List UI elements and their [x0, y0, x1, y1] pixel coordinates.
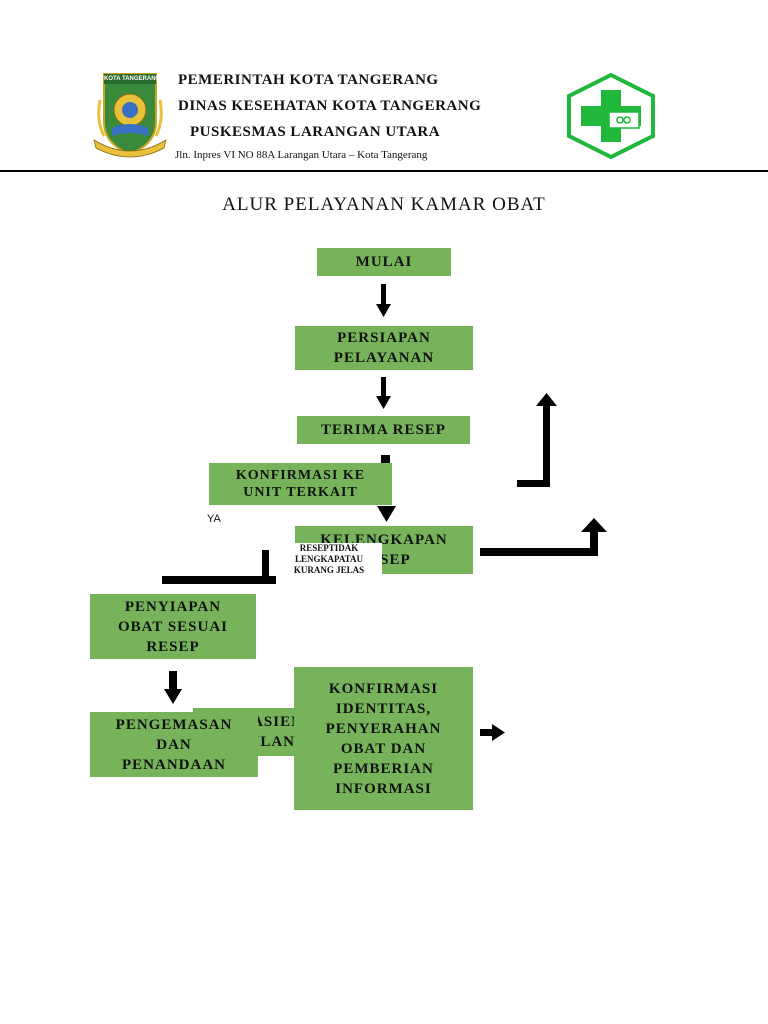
page-title: ALUR PELAYANAN KAMAR OBAT: [222, 194, 546, 215]
arrow-right-icon: [480, 724, 505, 741]
header-divider: [0, 170, 768, 172]
arrow-down-2-icon: [376, 377, 391, 409]
header-address: Jln. Inpres VI NO 88A Larangan Utara – K…: [175, 149, 428, 161]
box-persiapan-pelayanan: PERSIAPAN PELAYANAN: [295, 326, 473, 370]
box-konfirmasi-identitas: KONFIRMASI IDENTITAS, PENYERAHAN OBAT DA…: [294, 667, 473, 810]
box-konfirmasi-unit-terkait: KONFIRMASI KE UNIT TERKAIT: [209, 463, 392, 505]
connector-stub: [381, 455, 390, 463]
box-terima-resep: TERIMA RESEP: [297, 416, 470, 444]
box-penyiapan-obat: PENYIAPAN OBAT SESUAI RESEP: [90, 594, 256, 659]
arrow-up-return-icon: [517, 393, 557, 487]
emblem-label: KOTA TANGERANG: [104, 76, 161, 82]
connector-left-branch: [162, 550, 276, 584]
box-pengemasan-penandaan: PENGEMASAN DAN PENANDAAN: [90, 712, 258, 777]
arrow-right-up-icon: [480, 518, 607, 556]
header-line-2: DINAS KESEHATAN KOTA TANGERANG: [178, 98, 482, 114]
header: KOTA TANGERANG PEMERINTAH KOTA TANGERANG…: [0, 0, 768, 175]
arrow-down-1-icon: [376, 284, 391, 317]
box-mulai: MULAI: [317, 248, 451, 276]
kota-tangerang-emblem-icon: KOTA TANGERANG: [90, 70, 170, 160]
arrow-down-4-icon: [164, 671, 182, 704]
arrow-down-3-icon: [377, 506, 396, 522]
header-line-3: PUSKESMAS LARANGAN UTARA: [190, 124, 441, 140]
label-resep-tidak-lengkap: RESEPTIDAK LENGKAPATAU KURANG JELAS: [276, 543, 382, 579]
header-line-1: PEMERINTAH KOTA TANGERANG: [178, 72, 439, 88]
label-ya: YA: [207, 513, 221, 525]
puskesmas-logo-icon: [565, 72, 657, 160]
